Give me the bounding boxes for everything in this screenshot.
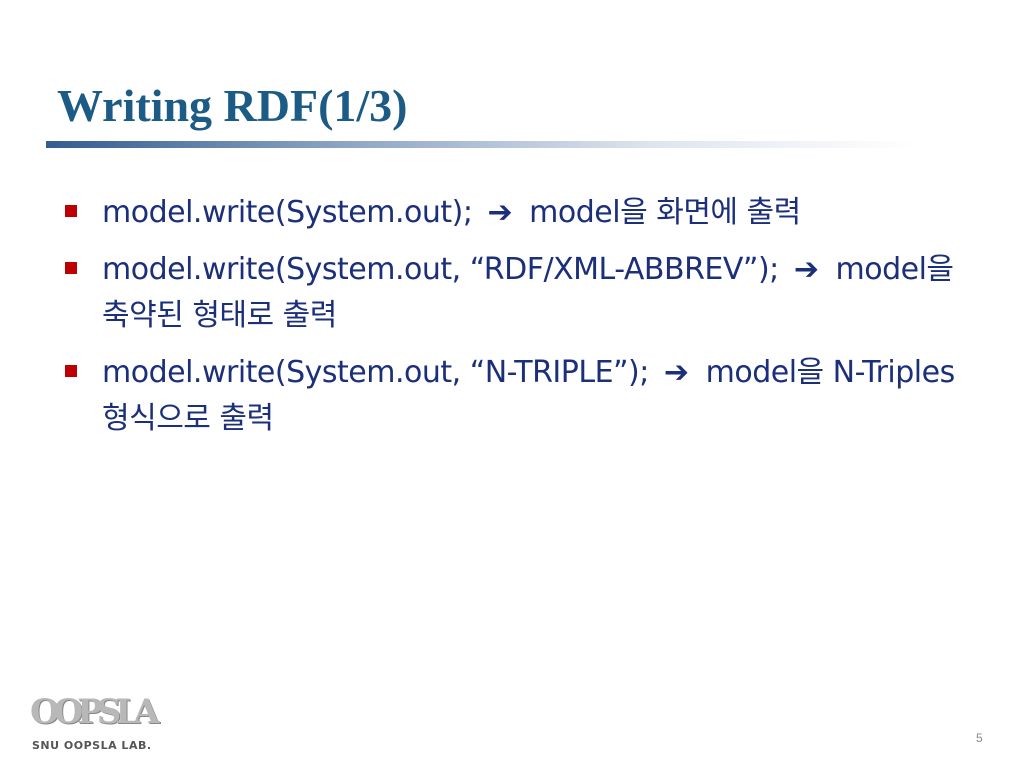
bullet-list: model.write(System.out); ➔ model을 화면에 출력… [62, 190, 962, 453]
square-bullet-icon [65, 262, 77, 274]
bullet-item: model.write(System.out); ➔ model을 화면에 출력 [62, 190, 962, 236]
slide-title: Writing RDF(1/3) [57, 80, 408, 131]
bullet-item: model.write(System.out, “N-TRIPLE”); ➔ m… [62, 350, 962, 442]
bullet-code: model.write(System.out, “N-TRIPLE”); [102, 355, 649, 390]
bullet-description: model을 N-Triples 형식으로 출력 [102, 355, 955, 436]
oopsla-logo: OOPSLA SNU OOPSLA LAB. [22, 692, 160, 760]
right-arrow-icon: ➔ [663, 355, 689, 390]
right-arrow-icon: ➔ [487, 195, 513, 230]
logo-text: SNU OOPSLA LAB. [32, 739, 152, 752]
bullet-description: model을 축약된 형태로 출력 [102, 252, 954, 333]
right-arrow-icon: ➔ [793, 252, 819, 287]
page-number: 5 [976, 731, 983, 745]
bullet-description: model을 화면에 출력 [529, 195, 801, 230]
bullet-item: model.write(System.out, “RDF/XML-ABBREV”… [62, 247, 962, 339]
square-bullet-icon [65, 205, 77, 217]
bullet-code: model.write(System.out); [102, 195, 473, 230]
square-bullet-icon [65, 365, 77, 377]
bullet-code: model.write(System.out, “RDF/XML-ABBREV”… [102, 252, 779, 287]
logo-mark: OOPSLA [30, 692, 160, 732]
title-underline [46, 141, 916, 148]
